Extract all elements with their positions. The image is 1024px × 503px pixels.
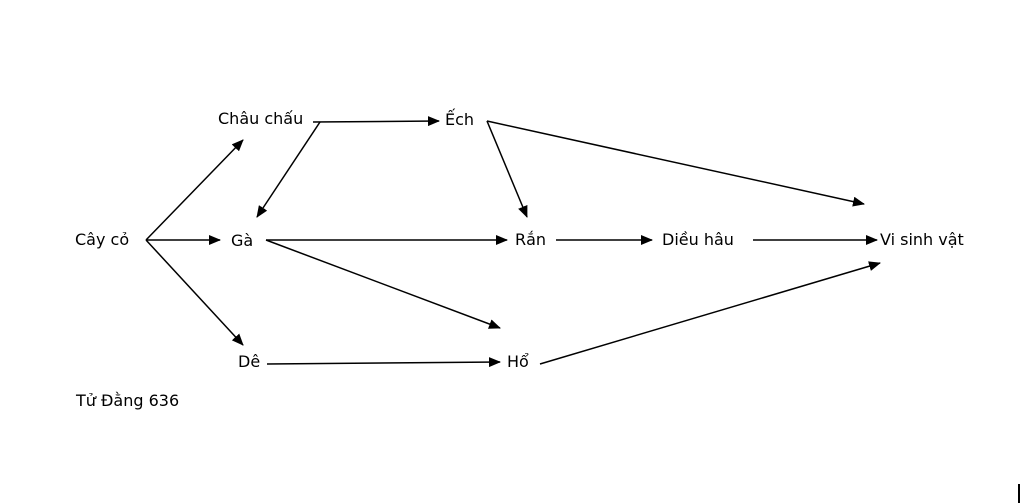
arrow-cay-co-to-de xyxy=(145,239,244,346)
node-ran: Rắn xyxy=(515,230,547,249)
node-cay-co: Cây cỏ xyxy=(75,230,130,249)
arrow-chau-chau-to-ech xyxy=(312,116,440,127)
node-vi-sinh-vat: Vi sinh vật xyxy=(880,230,964,249)
arrow-ho-to-vi-sinh-vat xyxy=(539,261,881,365)
edge-mark xyxy=(1018,484,1020,503)
node-de: Dê xyxy=(238,352,261,371)
arrow-ech-to-vi-sinh-vat xyxy=(486,120,865,207)
arrow-cay-co-to-chau-chau xyxy=(145,139,244,241)
arrow-ga-to-ho xyxy=(265,239,501,329)
node-ga: Gà xyxy=(231,231,254,250)
author-credit: Tử Đằng 636 xyxy=(76,391,180,410)
node-chau-chau: Châu chấu xyxy=(218,109,304,128)
node-ho: Hổ xyxy=(507,352,529,371)
arrow-chau-chau-to-ga xyxy=(256,121,321,218)
node-dieu-hau: Diều hâu xyxy=(662,230,734,249)
arrow-de-to-ho xyxy=(266,357,501,368)
arrow-ech-to-ran xyxy=(486,120,528,218)
node-ech: Ếch xyxy=(445,110,475,129)
